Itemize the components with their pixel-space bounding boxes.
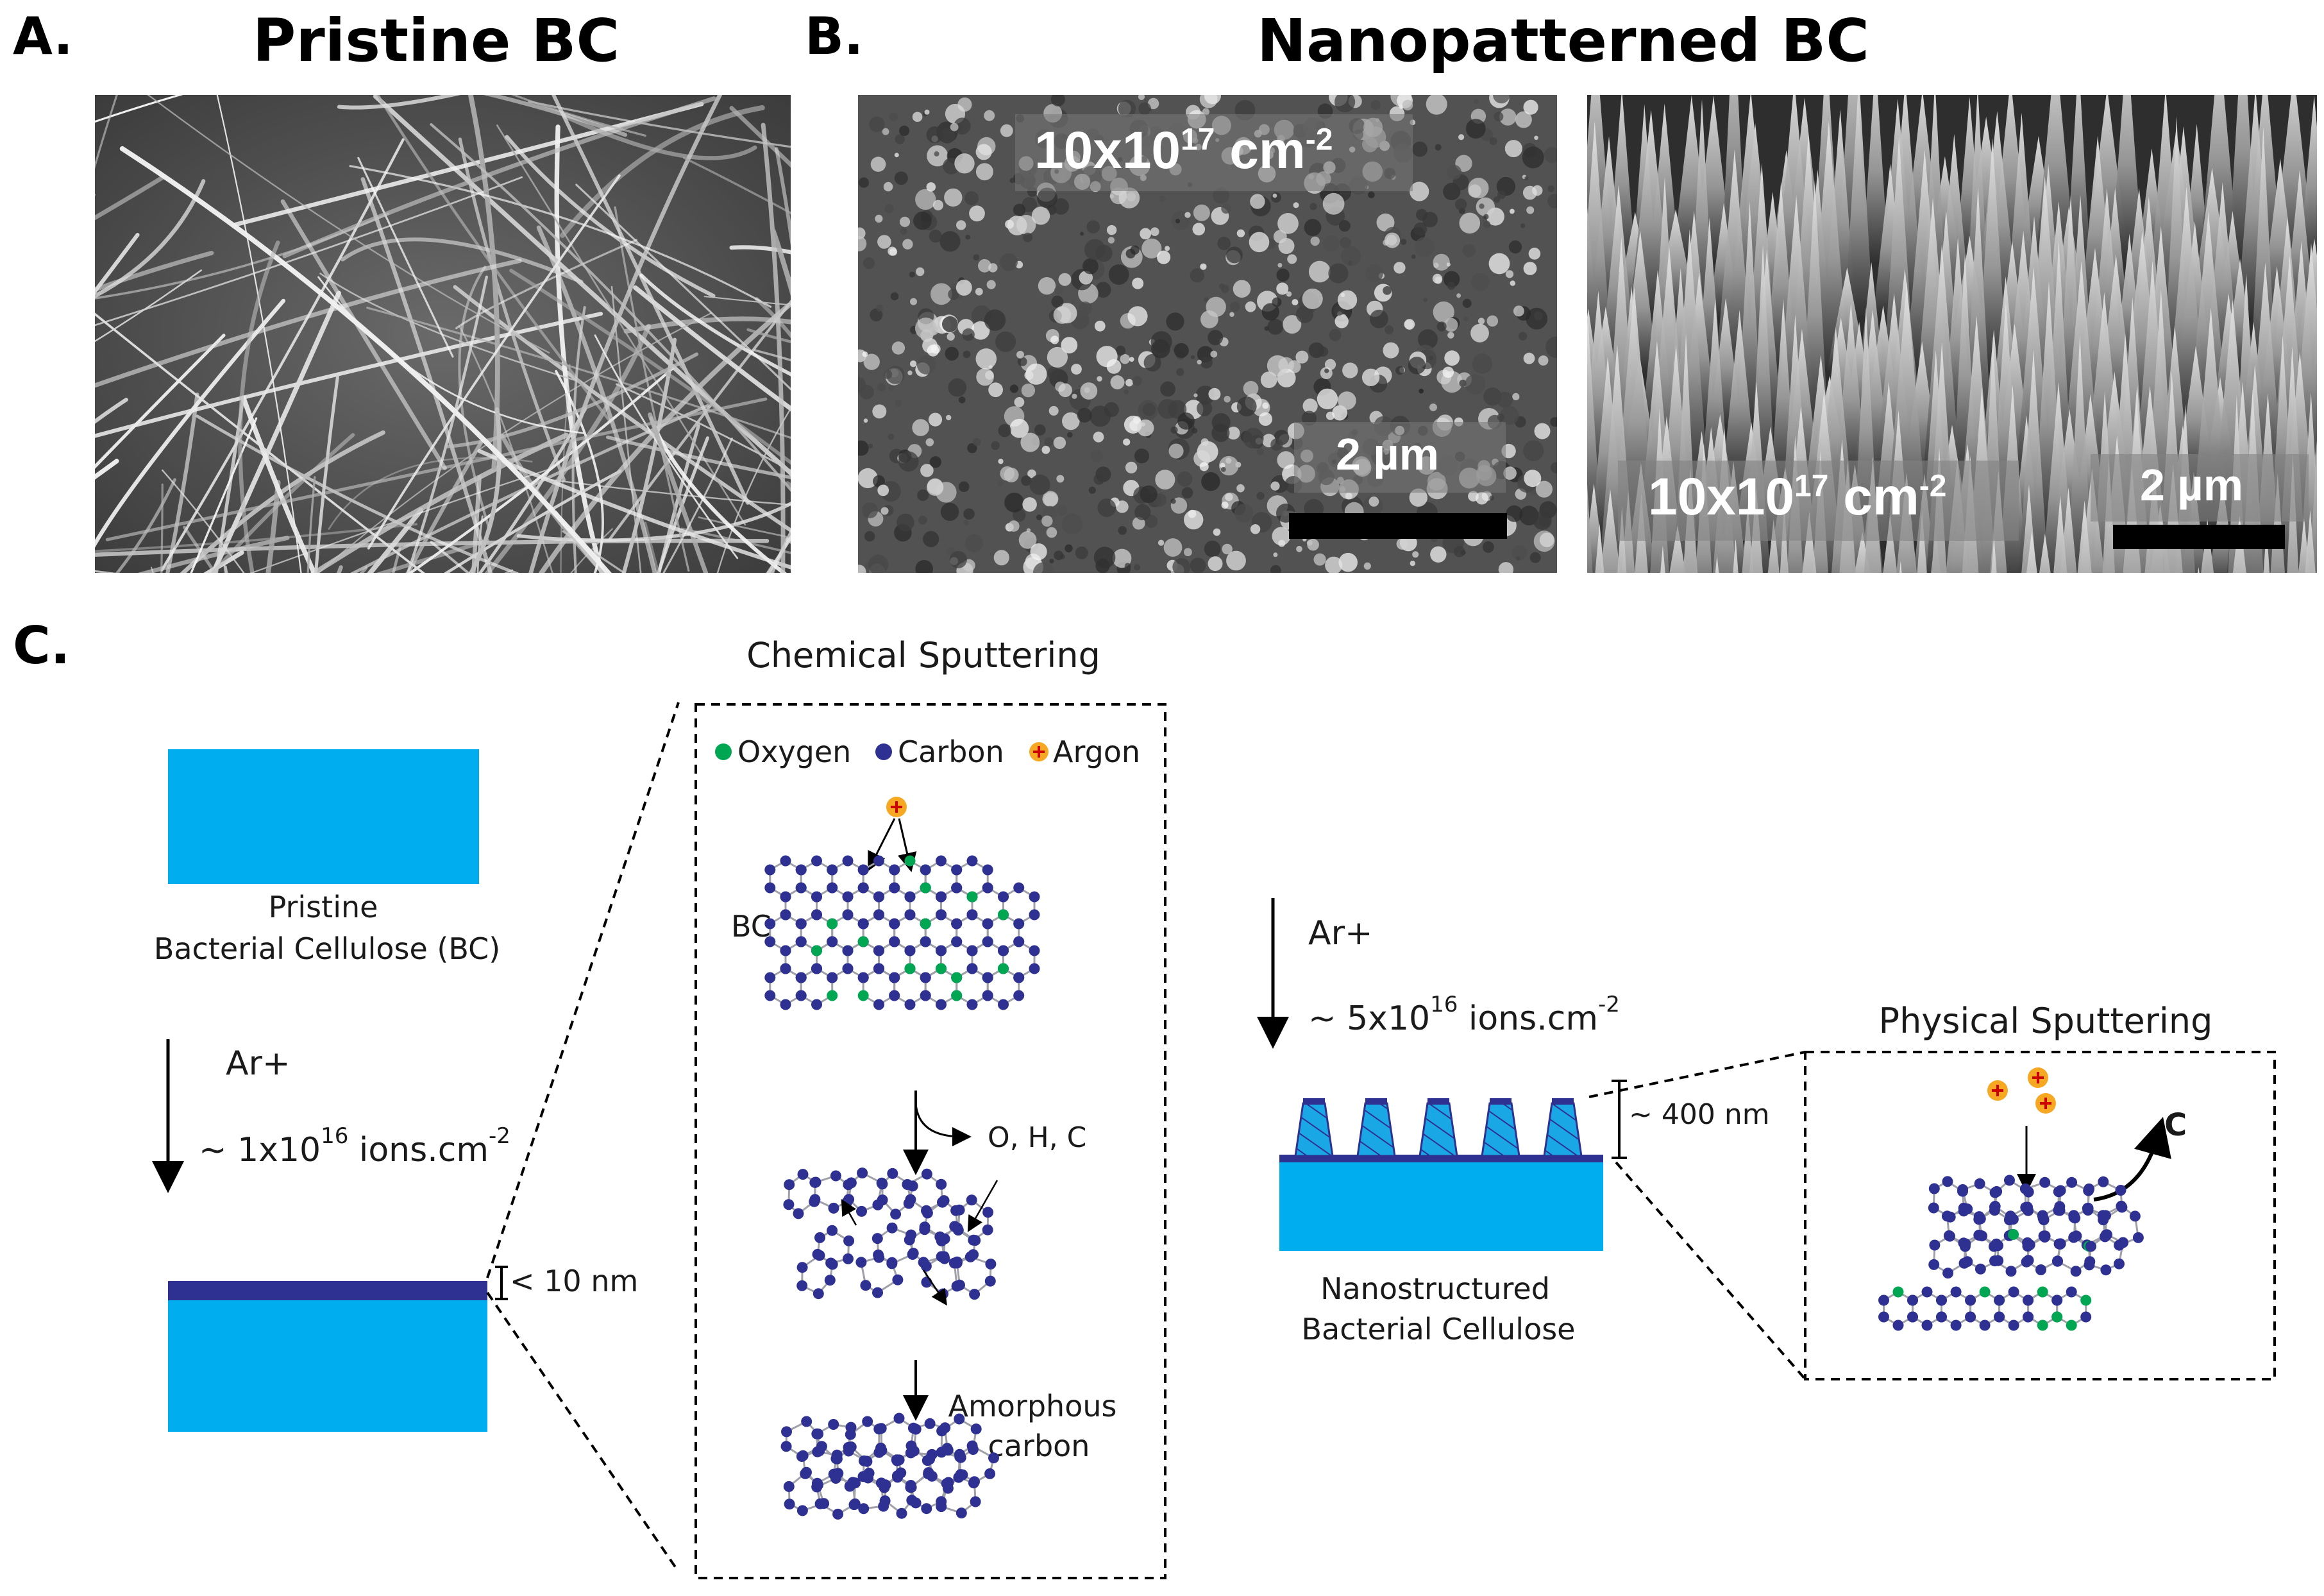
sem-image-pristine — [95, 95, 791, 573]
legend-oxygen: Oxygen — [737, 734, 851, 769]
chemical-sputtering-box — [695, 703, 1166, 1579]
pristine-label-line1: Pristine — [269, 890, 378, 924]
treated-bc-block — [168, 1300, 487, 1432]
argon-ion-icon — [2035, 1093, 2056, 1114]
pristine-label-line2: Bacterial Cellulose (BC) — [154, 931, 500, 966]
argon-ion-icon — [2028, 1067, 2048, 1088]
scale-label-box — [1294, 422, 1506, 493]
nanostructured-bc-block — [1279, 1098, 1603, 1251]
carbon-surface-layer — [168, 1281, 487, 1300]
thickness-label-left: < 10 nm — [510, 1264, 638, 1298]
amorphous-label-line1: Amorphous — [948, 1389, 1117, 1423]
legend-carbon: Carbon — [898, 734, 1004, 769]
physical-sputtering-title: Physical Sputtering — [1879, 1001, 2213, 1041]
scale-bar — [1289, 513, 1507, 539]
scale-bar-label: 2 µm — [1336, 429, 1439, 479]
dose-label-left: ~ 1x1016 ions.cm-2 — [199, 1123, 510, 1169]
panel-a-title: Pristine BC — [252, 6, 620, 75]
panel-a-letter: A. — [13, 6, 73, 66]
nano-label-line2: Bacterial Cellulose — [1302, 1312, 1576, 1346]
amorphous-label-line2: carbon — [988, 1429, 1090, 1463]
scale-label-box — [2091, 454, 2309, 522]
panel-c-letter: C. — [13, 616, 71, 675]
pristine-fiber-network — [95, 95, 791, 573]
argon-ion-icon — [1987, 1080, 2008, 1101]
dose-label: 10x1017 cm-2 — [1034, 121, 1333, 180]
panel-b-letter: B. — [805, 6, 864, 66]
carbon-legend-dot — [875, 743, 892, 760]
amorphous-carbon-lattice — [780, 1413, 999, 1520]
argon-legend-icon — [1029, 742, 1048, 761]
physical-sputter-lattice — [1878, 1175, 2144, 1331]
scale-bar — [2113, 525, 2285, 549]
ion-label-left: Ar+ — [226, 1044, 290, 1083]
oxygen-legend-dot — [715, 743, 732, 760]
dose-label-box — [1618, 461, 2019, 541]
scale-bar-label: 2 µm — [2140, 460, 2243, 510]
dose-label-box — [1015, 114, 1413, 191]
sem-image-nanopatterned-tilted: 10x1017 cm-2 2 µm — [1587, 95, 2317, 573]
physical-sputtering-box — [1804, 1051, 2276, 1380]
dose-label-right: ~ 5x1016 ions.cm-2 — [1308, 992, 1620, 1038]
nano-label-line1: Nanostructured — [1320, 1271, 1550, 1306]
broken-lattice — [783, 1167, 997, 1300]
sem-image-nanopatterned-top: 10x1017 cm-2 2 µm — [858, 95, 1557, 573]
dose-label: 10x1017 cm-2 — [1648, 468, 1947, 526]
bc-label: BC — [731, 909, 771, 944]
products-label: O, H, C — [988, 1121, 1086, 1154]
panel-b-title: Nanopatterned BC — [1257, 6, 1869, 75]
ejected-carbon-label: C — [2164, 1107, 2187, 1143]
legend-argon: Argon — [1053, 734, 1140, 769]
thickness-label-right: ~ 400 nm — [1629, 1098, 1770, 1131]
chemical-sputtering-title: Chemical Sputtering — [746, 635, 1100, 675]
pristine-bc-block — [168, 749, 479, 884]
argon-ion-icon — [886, 797, 907, 817]
ion-label-right: Ar+ — [1308, 914, 1373, 953]
bc-molecular-lattice — [764, 855, 1040, 1010]
